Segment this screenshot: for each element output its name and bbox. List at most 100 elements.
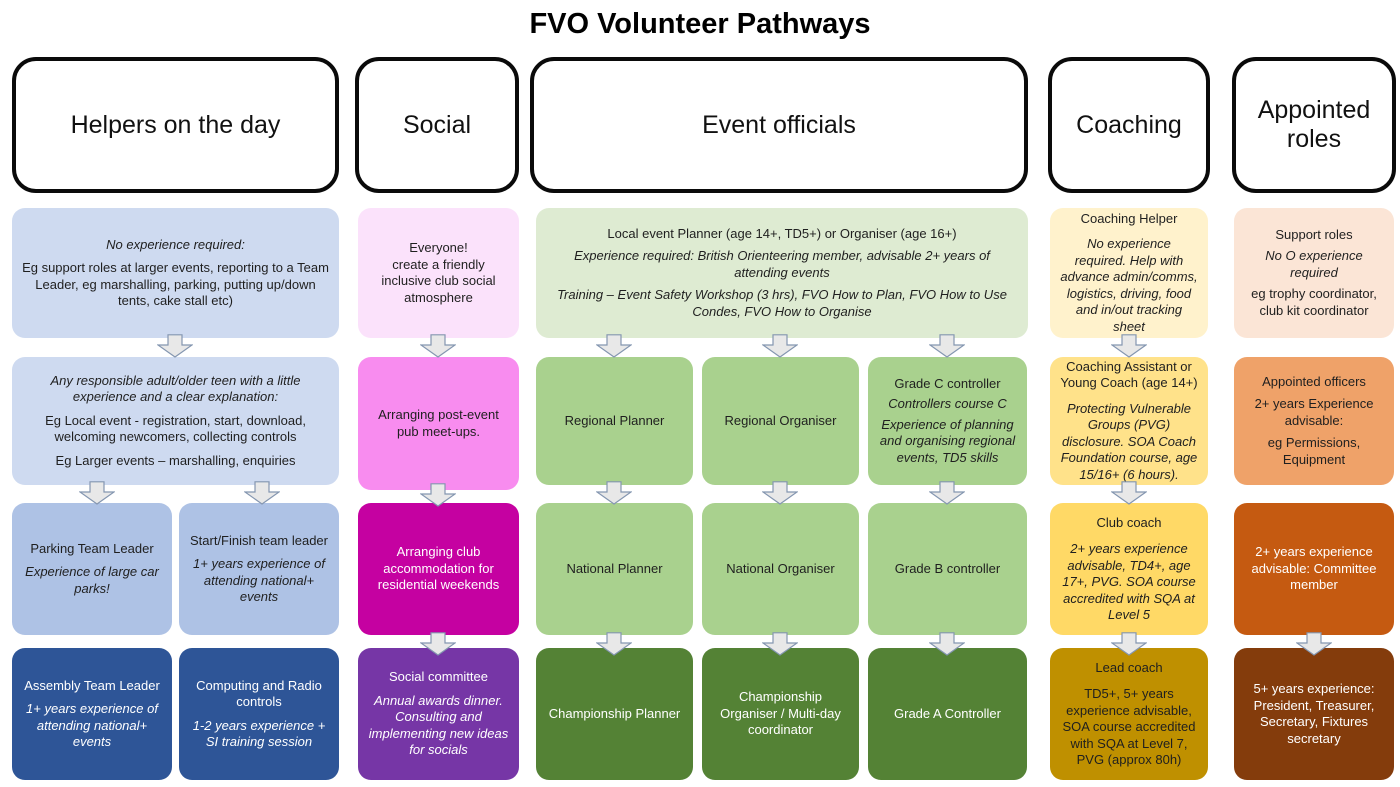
box-text: Controllers course C <box>888 396 1007 412</box>
down-arrow-icon <box>1111 481 1147 505</box>
box-text: Computing and Radio controls <box>196 677 322 710</box>
box-text: Eg support roles at larger events, repor… <box>22 260 329 308</box>
down-arrow-icon <box>420 483 456 507</box>
box-support-roles: Support roles No O experience required e… <box>1234 208 1394 338</box>
box-text: Regional Planner <box>564 412 665 428</box>
box-text: Arranging post-event pub meet-ups. <box>378 407 499 439</box>
box-committee-member: 2+ years experience advisable: Committee… <box>1234 503 1394 635</box>
box-computing-radio-controls: Computing and Radio controls 1-2 years e… <box>179 648 339 780</box>
down-arrow-icon <box>929 632 965 656</box>
box-text: Coaching Assistant or Young Coach (age 1… <box>1060 358 1198 391</box>
down-arrow-icon <box>1296 632 1332 656</box>
box-assembly-team-leader: Assembly Team Leader 1+ years experience… <box>12 648 172 780</box>
box-text: Any responsible adult/older teen with a … <box>50 372 301 405</box>
box-parking-team-leader: Parking Team Leader Experience of large … <box>12 503 172 635</box>
box-text: Experience of planning and organising re… <box>879 416 1016 465</box>
down-arrow-icon <box>244 481 280 505</box>
box-text: Club coach <box>1096 514 1162 530</box>
down-arrow-icon <box>79 481 115 505</box>
box-text: National Planner <box>566 560 663 576</box>
box-text: No O experience required <box>1265 248 1363 280</box>
down-arrow-icon <box>929 334 965 358</box>
box-text: Start/Finish team leader <box>189 532 328 548</box>
box-helpers-entry: No experience required: Eg support roles… <box>12 208 339 338</box>
box-text: 2+ years experience advisable: Committee… <box>1251 544 1377 593</box>
box-coaching-assistant: Coaching Assistant or Young Coach (age 1… <box>1050 357 1208 485</box>
box-text: eg Permissions, Equipment <box>1267 435 1361 467</box>
box-text: 5+ years experience: President, Treasure… <box>1253 681 1375 746</box>
box-start-finish-team-leader: Start/Finish team leader 1+ years experi… <box>179 503 339 635</box>
box-text: No experience required: <box>106 236 245 252</box>
box-text: Grade A Controller <box>894 705 1001 721</box>
box-text: Everyone! create a friendly inclusive cl… <box>381 240 496 305</box>
down-arrow-icon <box>762 632 798 656</box>
box-text: Assembly Team Leader <box>24 677 160 693</box>
box-text: Annual awards dinner. Consulting and imp… <box>368 692 509 758</box>
box-text: Grade C controller <box>894 375 1001 391</box>
header-coaching: Coaching <box>1048 57 1210 193</box>
header-event-officials: Event officials <box>530 57 1028 193</box>
box-regional-planner: Regional Planner <box>536 357 693 485</box>
box-text: 1+ years experience of attending nationa… <box>26 701 158 749</box>
down-arrow-icon <box>929 481 965 505</box>
down-arrow-icon <box>762 334 798 358</box>
box-grade-b-controller: Grade B controller <box>868 503 1027 635</box>
box-text: eg trophy coordinator, club kit coordina… <box>1251 286 1377 318</box>
box-championship-organiser: Championship Organiser / Multi-day coord… <box>702 648 859 780</box>
box-helpers-experienced: Any responsible adult/older teen with a … <box>12 357 339 485</box>
box-text: Local event Planner (age 14+, TD5+) or O… <box>607 225 957 241</box>
box-championship-planner: Championship Planner <box>536 648 693 780</box>
down-arrow-icon <box>596 334 632 358</box>
box-text: Appointed officers <box>1262 373 1366 389</box>
down-arrow-icon <box>762 481 798 505</box>
box-grade-c-controller: Grade C controller Controllers course C … <box>868 357 1027 485</box>
box-text: TD5+, 5+ years experience advisable, SOA… <box>1062 686 1196 767</box>
box-text: Training – Event Safety Workshop (3 hrs)… <box>557 287 1007 319</box>
box-text: Championship Planner <box>548 705 681 721</box>
box-coaching-helper: Coaching Helper No experience required. … <box>1050 208 1208 338</box>
box-text: Regional Organiser <box>724 412 837 428</box>
box-regional-organiser: Regional Organiser <box>702 357 859 485</box>
box-text: No experience required. Help with advanc… <box>1060 236 1198 334</box>
box-lead-coach: Lead coach TD5+, 5+ years experience adv… <box>1050 648 1208 780</box>
box-text: Experience required: British Orienteerin… <box>574 248 990 280</box>
box-text: Championship Organiser / Multi-day coord… <box>720 689 841 738</box>
box-text: National Organiser <box>726 560 835 576</box>
box-text: Eg Larger events – marshalling, enquirie… <box>55 452 296 468</box>
header-helpers: Helpers on the day <box>12 57 339 193</box>
box-text: Grade B controller <box>894 560 1001 576</box>
box-text: 1-2 years experience + SI training sessi… <box>192 717 326 750</box>
down-arrow-icon <box>596 481 632 505</box>
box-text: Protecting Vulnerable Groups (PVG) discl… <box>1060 400 1198 482</box>
box-club-accommodation: Arranging club accommodation for residen… <box>358 503 519 635</box>
box-appointed-officers: Appointed officers 2+ years Experience a… <box>1234 357 1394 485</box>
header-appointed-roles: Appointed roles <box>1232 57 1396 193</box>
box-text: Arranging club accommodation for residen… <box>377 544 500 593</box>
box-national-organiser: National Organiser <box>702 503 859 635</box>
box-club-officers: 5+ years experience: President, Treasure… <box>1234 648 1394 780</box>
down-arrow-icon <box>1111 632 1147 656</box>
page-title: FVO Volunteer Pathways <box>529 8 871 40</box>
down-arrow-icon <box>157 334 193 358</box>
header-social: Social <box>355 57 519 193</box>
box-text: Eg Local event - registration, start, do… <box>45 412 306 445</box>
box-text: Coaching Helper <box>1080 210 1178 226</box>
down-arrow-icon <box>596 632 632 656</box>
box-text: Support roles <box>1275 226 1353 242</box>
down-arrow-icon <box>420 334 456 358</box>
box-text: 2+ years experience advisable, TD4+, age… <box>1062 541 1196 622</box>
box-local-event-planner-organiser: Local event Planner (age 14+, TD5+) or O… <box>536 208 1028 338</box>
box-social-committee: Social committee Annual awards dinner. C… <box>358 648 519 780</box>
box-text: 1+ years experience of attending nationa… <box>193 556 325 604</box>
box-text: Experience of large car parks! <box>25 564 159 596</box>
box-text: Parking Team Leader <box>30 540 154 556</box>
box-text: 2+ years Experience advisable: <box>1254 396 1374 428</box>
down-arrow-icon <box>1111 334 1147 358</box>
box-pub-meetups: Arranging post-event pub meet-ups. <box>358 357 519 490</box>
box-club-coach: Club coach 2+ years experience advisable… <box>1050 503 1208 635</box>
box-text: Lead coach <box>1095 659 1163 675</box>
box-text: Social committee <box>389 669 488 685</box>
box-grade-a-controller: Grade A Controller <box>868 648 1027 780</box>
down-arrow-icon <box>420 632 456 656</box>
